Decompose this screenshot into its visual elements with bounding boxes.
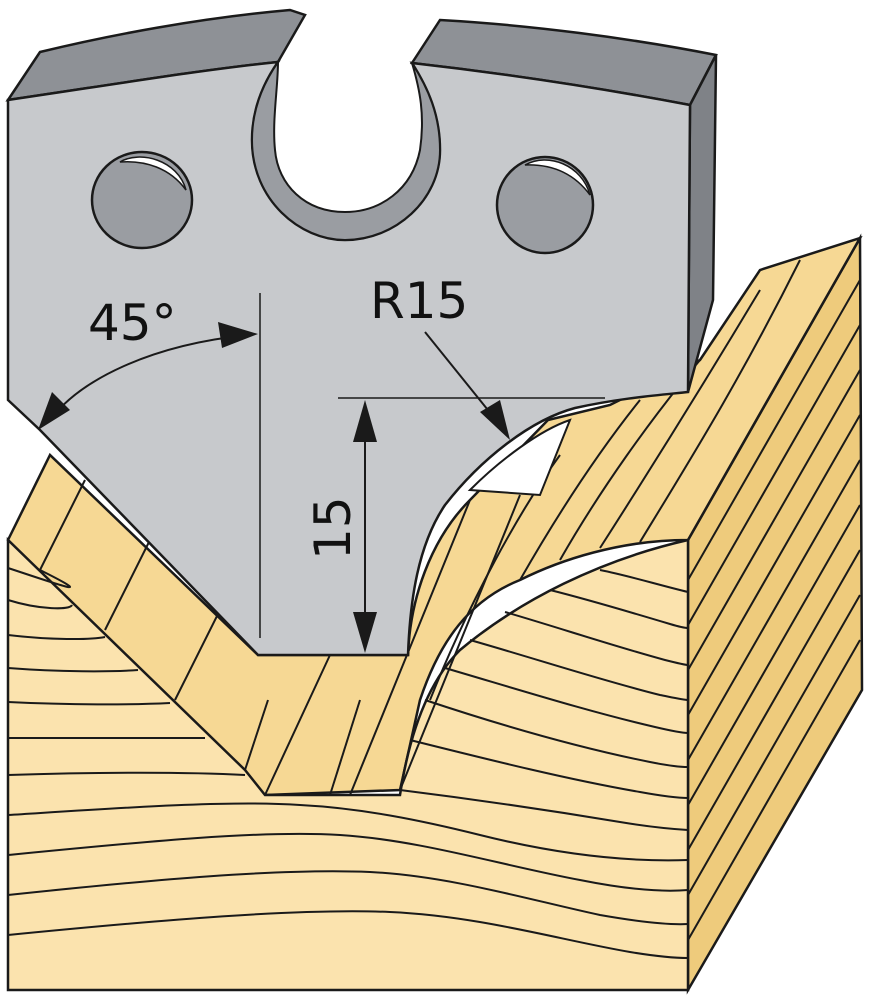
wood-block [6, 233, 864, 995]
mounting-hole-right [495, 155, 595, 255]
angle-arrowhead-right [218, 322, 258, 348]
angle-label: 45° [88, 294, 177, 352]
depth-arrowhead-top [353, 400, 377, 442]
depth-label: 15 [304, 496, 362, 560]
mounting-hole-left [90, 150, 194, 250]
wood-grain-side [687, 279, 861, 941]
radius-label: R15 [370, 272, 468, 330]
wood-profile-strips [39, 259, 801, 796]
angle-arrowhead-left [38, 392, 70, 430]
wood-top-face [6, 235, 863, 797]
depth-arrowhead-bottom [353, 612, 377, 653]
blade-slot-wall [250, 58, 442, 242]
wood-front-face [6, 537, 690, 992]
cutter-blade [5, 8, 718, 657]
radius-arrowhead [480, 400, 510, 440]
wood-grain-front [7, 567, 689, 959]
wood-void [467, 418, 572, 497]
